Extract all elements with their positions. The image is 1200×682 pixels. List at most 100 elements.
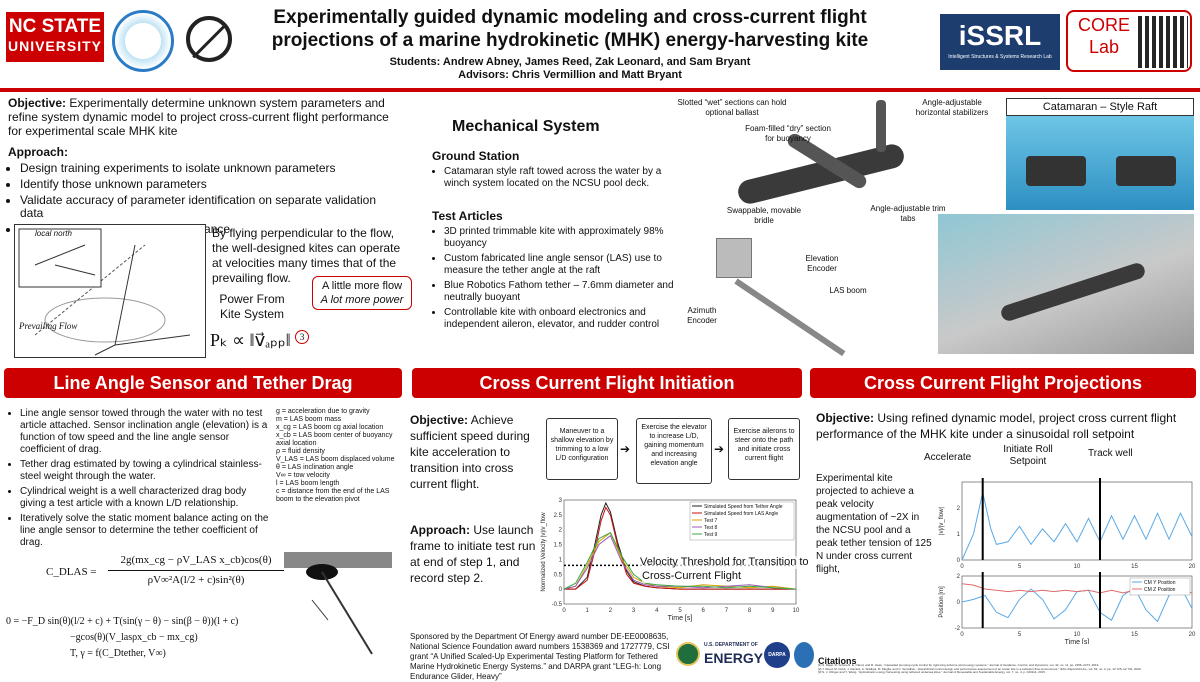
legend-entry: Test 8 [704, 525, 718, 531]
approach-item: Identify those unknown parameters [20, 178, 396, 191]
legend-entry: Simulated Speed from Tether Angle [704, 504, 783, 510]
kite-label-bridle: Swappable, movable bridle [726, 206, 802, 225]
kite-label-dry: Foam-filled “dry” section for buoyancy [745, 124, 831, 143]
x-axis-label: Time [s] [1065, 639, 1090, 644]
objective-label: Objective: [8, 96, 67, 110]
y-tick-label: 0 [957, 558, 961, 564]
threshold-label-line2: Cross-Current Flight [642, 570, 792, 583]
kite-geometry-svg [18, 228, 191, 356]
symbol-row: θ = LAS inclination angle [276, 464, 400, 472]
ground-station-item: Catamaran style raft towed across the wa… [444, 166, 688, 190]
core-lab-line2: Lab [1088, 37, 1120, 57]
projections-body: Experimental kite projected to achieve a… [816, 473, 932, 575]
power-equation-text: Pₖ ∝ ‖v⃗ₐₚₚ‖ [210, 330, 291, 350]
qr-code-icon[interactable] [1138, 16, 1188, 68]
poster-title-line2: projections of a marine hydrokinetic (MH… [271, 30, 869, 51]
symbol-row: ρ = fluid density [276, 448, 400, 456]
symbol-def: = tow velocity [287, 472, 330, 479]
local-north-label: local north [35, 229, 72, 238]
symbol-def: = distance from the end of the LAS boom … [276, 488, 390, 503]
las-bullet-list: Line angle sensor towed through the wate… [8, 408, 272, 549]
moment-eq-line2: −gcos(θ)(V_lasρx_cb − mx_cg) [70, 632, 198, 643]
x-tick-label: 6 [702, 608, 706, 614]
las-bullet: Tether drag estimated by towing a cylind… [20, 459, 272, 483]
projections-objective: Objective: Using refined dynamic model, … [816, 410, 1194, 442]
initiation-objective-label: Objective: [410, 413, 469, 427]
symbol-def: = fluid density [281, 448, 325, 455]
las-label-boom: LAS boom [829, 286, 867, 295]
symbol-name: m [276, 416, 282, 423]
callout-line1: A little more flow [321, 280, 403, 292]
flow-step-1: Maneuver to a shallow elevation by trimm… [546, 418, 618, 480]
kite-illustration [700, 96, 936, 228]
students-line: Students: Andrew Abney, James Reed, Zak … [389, 56, 751, 68]
symbol-name: V∞ [276, 472, 286, 479]
symbol-row: m = LAS boom mass [276, 416, 400, 424]
doe-energy-text: ENERGY [704, 650, 764, 666]
flow-step-2: Exercise the elevator to increase L/D, g… [636, 418, 712, 484]
test-article-item: Blue Robotics Fathom tether – 7.6mm diam… [444, 280, 688, 304]
raft-pontoon [1026, 156, 1086, 186]
y-tick-label: 3 [559, 498, 563, 504]
moment-eq-line3: T, γ = f(C_Dtether, V∞) [70, 648, 166, 659]
moment-eq-line1: 0 = −F_D sin(θ)(l/2 + c) + T(sin(γ − θ) … [6, 616, 239, 627]
y-tick-label: 2 [559, 528, 563, 534]
las-illustration [712, 238, 872, 357]
approach-item: Validate accuracy of parameter identific… [20, 194, 396, 220]
ground-station-list: Catamaran style raft towed across the wa… [432, 166, 688, 190]
x-tick-label: 7 [725, 608, 729, 614]
callout-line2: A lot more power [320, 294, 404, 306]
las-force-diagram [282, 550, 394, 660]
flow-step-3: Exercise ailerons to steer onto the path… [728, 418, 800, 480]
x-tick-label: 1 [586, 608, 590, 614]
x-axis-label: Time [s] [668, 615, 693, 622]
series-line [563, 534, 797, 590]
ground-station-block: Catamaran style raft towed across the wa… [432, 166, 688, 193]
ground-station-title: Ground Station [432, 149, 520, 163]
symbol-row: g = acceleration due to gravity [276, 408, 400, 416]
y-tick-label: -2 [955, 626, 961, 632]
symbol-def: = LAS boom displaced volume [299, 456, 395, 463]
flow-arrow-icon: ➔ [714, 442, 725, 456]
power-from-kite-label: Power From Kite System [219, 292, 285, 321]
moment-balance-equation: 0 = −F_D sin(θ)(l/2 + c) + T(sin(γ − θ) … [6, 614, 296, 662]
initiation-approach: Approach: Use launch frame to initiate t… [410, 522, 536, 586]
series-line [563, 532, 797, 590]
darpa-logo: DARPA [764, 642, 790, 668]
doe-small-text: U.S. DEPARTMENT OF [704, 642, 758, 648]
symbol-name: V_LAS [276, 456, 298, 463]
initiation-objective-text: Achieve sufficient speed during kite acc… [410, 413, 530, 491]
poster-title: Experimentally guided dynamic modeling a… [250, 6, 890, 52]
advisors-line: Advisors: Chris Vermillion and Matt Brya… [458, 69, 682, 81]
x-tick-label: 0 [562, 608, 566, 614]
x-tick-label: 15 [1131, 564, 1138, 570]
symbol-name: x_cg [276, 424, 291, 431]
cd-las-numerator: 2g(mx_cg − ρV_LAS x_cb)cos(θ) [120, 554, 272, 566]
kite-label-trim: Angle-adjustable trim tabs [870, 204, 946, 223]
test-article-item: Custom fabricated line angle sensor (LAS… [444, 253, 688, 277]
las-label-elevation: Elevation Encoder [805, 254, 839, 273]
x-tick-label: 20 [1189, 564, 1196, 570]
y-axis-label: |v|/|v_flow| [939, 507, 945, 535]
symbol-def: = LAS boom center of buoyancy axial loca… [276, 432, 393, 447]
las-section-banner: Line Angle Sensor and Tether Drag [4, 368, 402, 398]
legend-entry: Test 9 [704, 532, 718, 538]
projections-objective-text: Using refined dynamic model, project cro… [816, 411, 1177, 441]
x-tick-label: 10 [1074, 632, 1081, 638]
x-tick-label: 5 [678, 608, 682, 614]
doe-logo: U.S. DEPARTMENT OF ENERGY [676, 640, 764, 670]
annotation-initiate-roll: Initiate Roll Setpoint [1003, 444, 1053, 467]
citations-title: Citations [818, 656, 857, 666]
issrl-logo-subtitle: Intelligent Structures & Systems Researc… [948, 54, 1052, 60]
core-lab-text: CORE Lab [1074, 14, 1134, 58]
symbol-name: ρ [276, 448, 280, 455]
power-callout: A little more flow A lot more power [312, 276, 412, 310]
projections-section-banner: Cross Current Flight Projections [810, 368, 1196, 398]
initiation-approach-text: Use launch frame to initiate test run at… [410, 523, 536, 585]
symbol-def: = LAS inclination angle [281, 464, 354, 471]
las-bullet: Iteratively solve the static moment bala… [20, 513, 272, 549]
x-tick-label: 0 [960, 564, 964, 570]
